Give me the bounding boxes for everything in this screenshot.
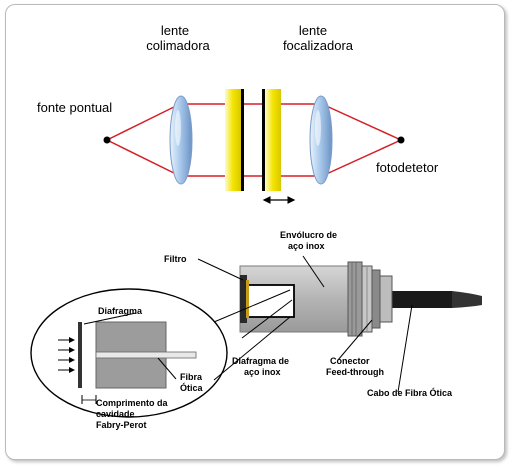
zoom-line-upper (213, 289, 291, 323)
steel-diaphragm-label-2: aço inox (244, 367, 281, 377)
fiber-optic-cable-end (452, 291, 482, 308)
photodetector-label: fotodetetor (376, 160, 439, 175)
connector-label-2: Feed-through (326, 367, 384, 377)
collimating-lens-label-2: colimadora (146, 38, 210, 53)
collimating-lens-label-1: lente (161, 23, 189, 38)
light-beam (106, 103, 402, 177)
focusing-lens-label-1: lente (299, 23, 327, 38)
detail-view (58, 321, 197, 404)
housing-cavity (247, 284, 295, 318)
point-source-dot (103, 136, 111, 144)
filter-edge (246, 280, 249, 318)
connector-label-1: Conector (330, 356, 370, 366)
filter-label: Filtro (164, 254, 187, 264)
housing-label-2: aço inox (288, 241, 325, 251)
feed-through-connector (347, 261, 393, 337)
housing-label-1: Envólucro de (280, 230, 337, 240)
photodetector-dot (397, 136, 405, 144)
left-mirror-plate (225, 89, 244, 191)
fiber-label-1: Fibra (180, 372, 203, 382)
zoom-line-lower (213, 316, 291, 381)
right-mirror-plate (262, 89, 281, 191)
focusing-lens-highlight (315, 110, 321, 146)
leader-lines (83, 255, 413, 393)
detail-zoom-ellipse (30, 288, 228, 418)
optical-setup: lente colimadora lente focalizadora font… (37, 23, 439, 204)
cavity-length-label-2: cavidade (96, 409, 135, 419)
cavity-length-label-1: Comprimento da (96, 398, 168, 408)
fiber-label-2: Ótica (180, 382, 204, 393)
fiber-cable-label: Cabo de Fibra Ótica (367, 387, 453, 398)
diaphragm-plate (78, 322, 82, 388)
cavity-length-label-3: Fabry-Perot (96, 420, 147, 430)
point-source-label: fonte pontual (37, 100, 112, 115)
pressure-arrows (58, 337, 75, 373)
focusing-lens (309, 95, 333, 185)
diaphragm-label: Diafragma (98, 306, 143, 316)
fiber-optic-cable (392, 291, 452, 308)
filter-plate (240, 275, 247, 323)
focusing-lens-label-2: focalizadora (283, 38, 354, 53)
steel-diaphragm-label-1: Diafragma de (232, 356, 289, 366)
diagram-frame (5, 4, 505, 460)
optical-fiber (95, 351, 197, 359)
collimating-lens (169, 95, 193, 185)
sensor-assembly: Filtro Envólucro de aço inox Diafragma D… (30, 230, 482, 430)
collimating-lens-highlight (175, 110, 181, 146)
